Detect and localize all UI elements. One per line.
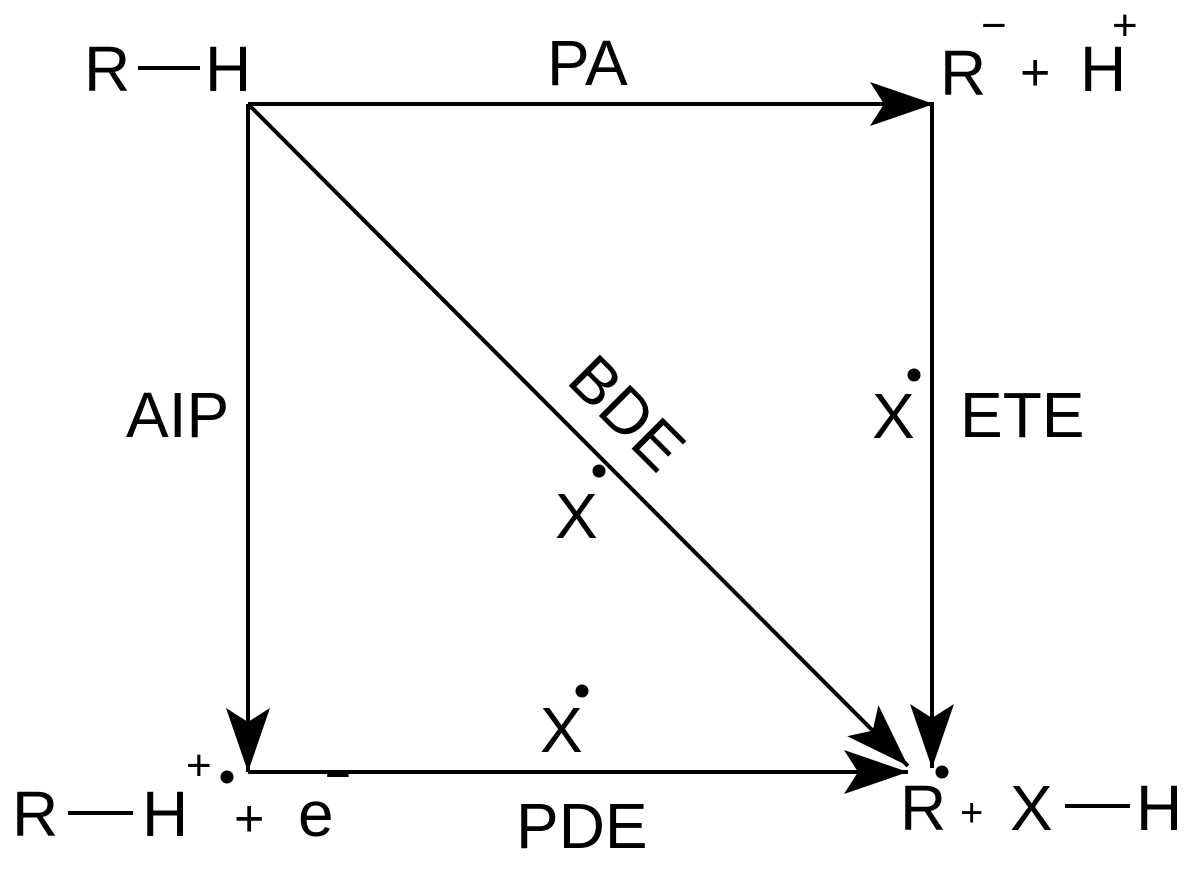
- x-radical-label: X: [872, 380, 915, 452]
- h-atom-label: H: [1136, 772, 1182, 844]
- h-atom-label: H: [205, 33, 251, 105]
- x-atom-label: X: [1010, 772, 1053, 844]
- r-atom-label: R: [940, 37, 986, 109]
- electron-charge-sign: −: [325, 751, 351, 800]
- species-r-h-top-left: R H: [84, 33, 251, 105]
- r-atom-label: R: [900, 772, 946, 844]
- radical-dot: [935, 765, 949, 779]
- r-atom-label: R: [12, 778, 58, 850]
- cation-charge-sign: +: [1112, 1, 1138, 50]
- plus-sign: +: [1020, 44, 1050, 102]
- x-radical-label: X: [555, 480, 598, 552]
- species-radical-cation-electron: R H + + e −: [12, 741, 351, 850]
- reagent-x-radical-pde: X: [540, 684, 589, 766]
- h-atom-label: H: [142, 778, 188, 850]
- pde-label: PDE: [516, 790, 648, 862]
- radical-dot: [592, 464, 606, 478]
- plus-sign: +: [234, 790, 264, 848]
- h-atom-label: H: [1080, 33, 1126, 105]
- aip-label: AIP: [126, 379, 229, 451]
- radical-dot: [907, 368, 921, 382]
- reagent-x-radical-bde: X: [555, 464, 606, 552]
- anion-charge-sign: −: [981, 1, 1007, 50]
- bde-arrow: [246, 102, 910, 768]
- reagent-x-radical-ete: X: [872, 368, 921, 452]
- species-anion-proton: R − + H +: [940, 1, 1138, 109]
- pa-label: PA: [547, 27, 628, 99]
- radical-dot: [220, 770, 234, 784]
- bde-label: BDE: [555, 341, 699, 485]
- x-radical-label: X: [540, 694, 583, 766]
- radical-dot: [575, 684, 589, 698]
- cation-charge-sign: +: [186, 741, 212, 790]
- species-radical-product: R + X H: [900, 765, 1182, 844]
- electron-label: e: [298, 778, 334, 850]
- r-atom-label: R: [84, 33, 130, 105]
- ete-label: ETE: [960, 379, 1084, 451]
- plus-sign: +: [960, 791, 983, 835]
